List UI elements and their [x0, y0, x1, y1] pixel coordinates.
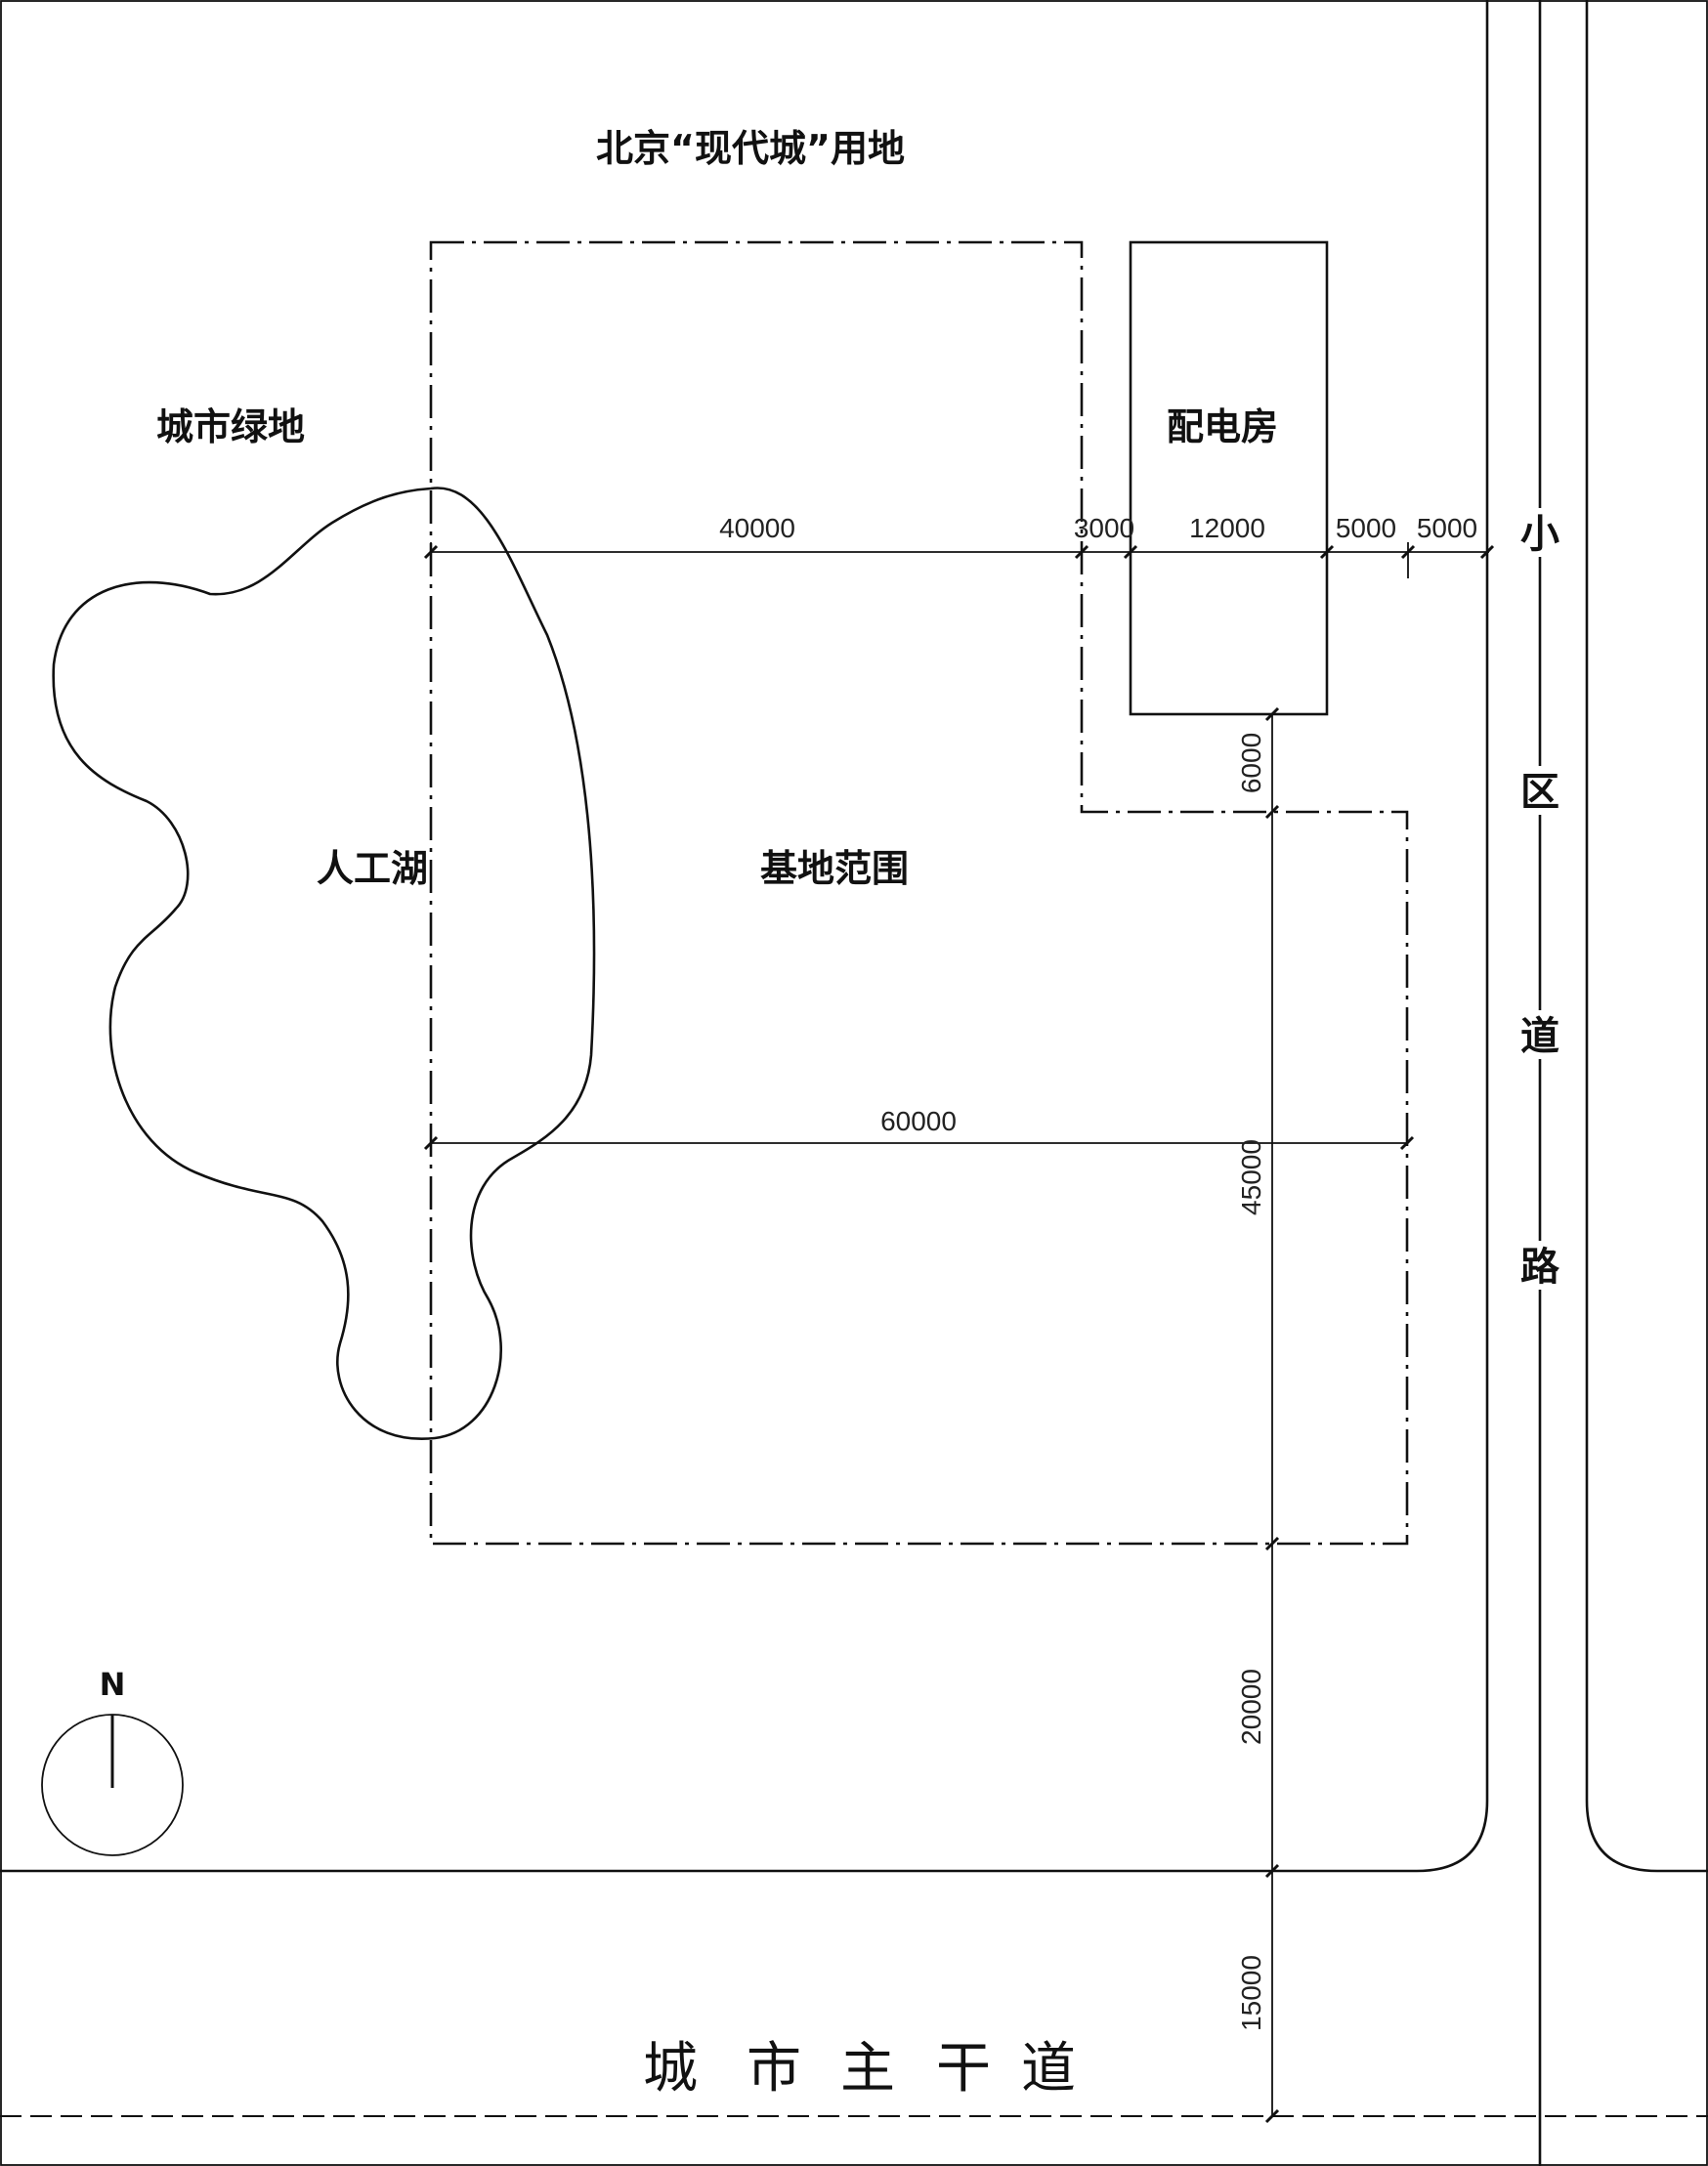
- estate-road-label-bg: [1516, 1241, 1564, 1290]
- label-main-road-char: 道: [1021, 2037, 1076, 2101]
- estate-road-label-bg: [1516, 766, 1564, 815]
- label-main-road-char: 市: [747, 2037, 801, 2101]
- compass-north-label: N: [100, 1666, 126, 1703]
- dim-tick: [423, 1135, 439, 1151]
- label-estate-road-char: 小: [1520, 512, 1559, 557]
- label-site-boundary: 基地范围: [760, 847, 909, 890]
- estate-road-label-bg: [1516, 1010, 1564, 1059]
- label-main-road-char: 干: [936, 2037, 991, 2101]
- dim-text-15000: 15000: [1236, 1955, 1266, 2031]
- label-lake: 人工湖: [317, 847, 428, 890]
- dim-tick: [1319, 544, 1335, 560]
- label-green-space: 城市绿地: [156, 405, 305, 448]
- dim-tick: [1264, 706, 1280, 722]
- dim-tick: [1264, 804, 1280, 820]
- dim-text-20000: 20000: [1236, 1669, 1266, 1745]
- north-arrow-icon: [41, 1714, 184, 1856]
- artificial-lake-outline: [52, 487, 596, 1441]
- label-estate-road-char: 路: [1520, 1245, 1560, 1290]
- estate-road-label-bg: [1516, 508, 1564, 557]
- label-estate-road-char: 区: [1520, 770, 1559, 815]
- dim-text-6000: 6000: [1236, 733, 1266, 793]
- dim-text-5000-a: 5000: [1336, 513, 1396, 543]
- label-north-site: 北京“现代城”用地: [596, 127, 905, 170]
- dim-tick: [1123, 544, 1138, 560]
- substation-building: [1129, 240, 1329, 716]
- label-substation: 配电房: [1167, 405, 1278, 448]
- label-main-road-char: 主: [840, 2037, 895, 2101]
- dim-text-12000: 12000: [1189, 513, 1265, 543]
- dim-tick: [1264, 2108, 1280, 2124]
- label-estate-road-char: 道: [1520, 1014, 1559, 1059]
- label-main-road-char: 城: [643, 2037, 698, 2101]
- dim-tick: [423, 544, 439, 560]
- dim-text-3000: 3000: [1074, 513, 1134, 543]
- dim-tick: [1074, 544, 1089, 560]
- estate-road-east-edge: [1585, 0, 1708, 1873]
- dim-text-45000: 45000: [1236, 1139, 1266, 1215]
- dim-tick: [1479, 544, 1495, 560]
- dim-text-40000: 40000: [719, 513, 795, 543]
- dim-text-60000: 60000: [880, 1106, 957, 1136]
- dim-tick: [1264, 1863, 1280, 1879]
- dim-text-5000-b: 5000: [1417, 513, 1477, 543]
- dim-tick: [1399, 1135, 1415, 1151]
- estate-road-west-edge: [0, 0, 1489, 1873]
- dim-tick: [1264, 1536, 1280, 1551]
- dim-tick: [1400, 544, 1416, 560]
- site-boundary: [429, 240, 1409, 1546]
